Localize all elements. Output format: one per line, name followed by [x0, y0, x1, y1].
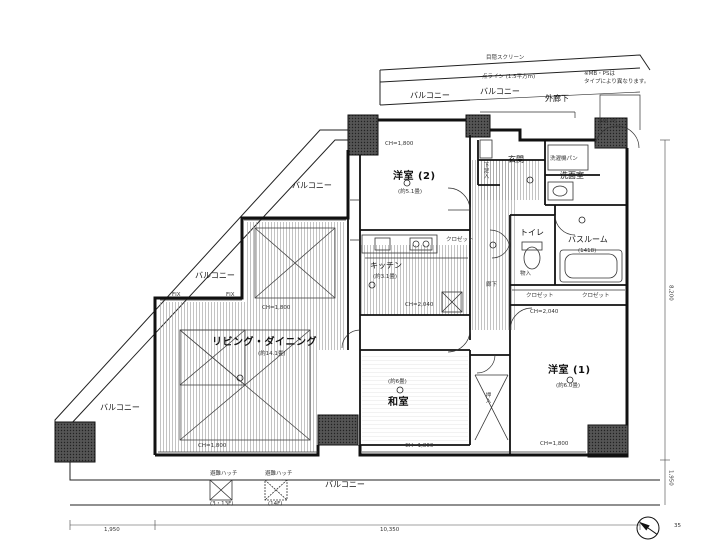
room-label-bath: バスルーム [568, 235, 608, 244]
room-label-washroom: 洗面室 [560, 171, 584, 180]
hatch2-label: 避難ハッチ [265, 471, 293, 477]
balcony-label-bottom: バルコニー [325, 480, 365, 489]
room-size-living: (約14.1畳) [258, 351, 286, 357]
fix-label-2: FIX [226, 292, 235, 298]
room-size-western1: (約6.0畳) [556, 383, 581, 389]
room-label-entrance: 玄関 [508, 155, 524, 164]
room-size-kitchen: (約3.1畳) [373, 274, 398, 280]
dim-right-bottom: 1,950 [667, 470, 674, 486]
outer-corridor-label: 外廊下 [545, 94, 569, 103]
room-size-japanese: (約6畳) [388, 379, 407, 385]
room-size-western2: (約5.1畳) [398, 189, 423, 195]
balcony-label-topright: バルコニー [480, 87, 520, 96]
ceiling-western1: CH=1,800 [540, 441, 569, 447]
evacuation-hatches [209, 479, 288, 501]
balcony-label-diag-1: バルコニー [292, 181, 332, 190]
north-arrow [636, 516, 660, 540]
pipe-note-2: タイプにより異なります。 [584, 79, 650, 85]
ceiling-living-side: CH=1,800 [262, 305, 291, 311]
dim-bottom-left: 1,950 [104, 527, 120, 533]
mbps-label: MB PS [600, 119, 618, 125]
hatch1-floor: (3・13F) [210, 501, 234, 507]
ceiling-western2: CH=1,800 [385, 141, 414, 147]
room-label-toilet: トイレ [520, 228, 544, 237]
line-note: 点ライン (1.5平方m) [482, 74, 536, 80]
fix-label-1: FIX [172, 292, 181, 298]
oshiire-label: 押入 [484, 392, 491, 403]
door-swings [341, 94, 641, 374]
living-floor [158, 160, 540, 452]
closet-label-2: クロゼット [526, 293, 554, 299]
room-label-living: リビング・ダイニング [212, 337, 317, 348]
balcony-label-top: バルコニー [410, 91, 450, 100]
corridor-lines [469, 91, 641, 118]
dimension-lines [69, 139, 670, 530]
japanese-room-floor [362, 355, 468, 443]
room-label-western1: 洋室 (1) [548, 365, 591, 376]
storage-label: 物入 [520, 271, 532, 277]
fixtures [158, 139, 625, 453]
ceiling-living: CH=1,800 [198, 443, 227, 449]
balcony-label-left: バルコニー [100, 403, 140, 412]
ceiling-japanese: CH=1,800 [405, 443, 434, 449]
dim-bottom-total: 10,350 [380, 527, 400, 533]
room-label-western2: 洋室 (2) [393, 171, 436, 182]
light-symbols [236, 176, 586, 394]
interior-walls [347, 135, 627, 455]
dim-right-height: 8,200 [667, 285, 674, 301]
closet-label-1: クロゼット [446, 237, 474, 243]
shoebox-label: 下足入 [482, 162, 489, 179]
screen-note: 目隠スクリーン [486, 55, 525, 61]
hatch2-floor: (14F) [268, 501, 283, 507]
washer-label: 洗濯機パン [550, 156, 578, 162]
balcony-label-diag-2: バルコニー [195, 271, 235, 280]
pipe-note: ※MB・PSは [584, 71, 615, 77]
ceiling-kitchen: CH=2,040 [405, 302, 434, 308]
hatch1-label: 避難ハッチ [210, 471, 238, 477]
north-label: 35 [674, 523, 681, 529]
closet-label-3: クロゼット [582, 293, 610, 299]
room-label-kitchen: キッチン [370, 261, 402, 270]
room-label-hall: 廊下 [486, 282, 498, 288]
room-size-bath: (1418) [578, 248, 597, 254]
floor-heating [179, 227, 336, 441]
ceiling-hall: CH=2,040 [530, 309, 559, 315]
room-label-japanese: 和室 [388, 397, 409, 408]
